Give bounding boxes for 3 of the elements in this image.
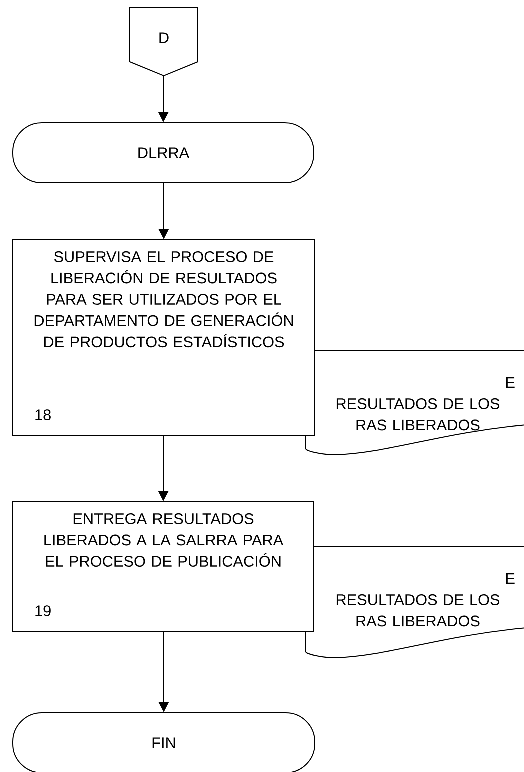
process-box: ENTREGA RESULTADOS LIBERADOS A LA SALRRA PARA EL PROCESO DE PUBLICACIÓN 19	[12, 502, 314, 632]
off-page-connector: D	[130, 8, 198, 77]
process-box: SUPERVISA EL PROCESO DE LIBERACIÓN DE RESULTADOS PARA SER UTILIZADOS POR EL DEPARTAMENTO DE GENERACIÓN DE PRODUCTOS ESTADÍSTICOS 18	[12, 240, 316, 436]
